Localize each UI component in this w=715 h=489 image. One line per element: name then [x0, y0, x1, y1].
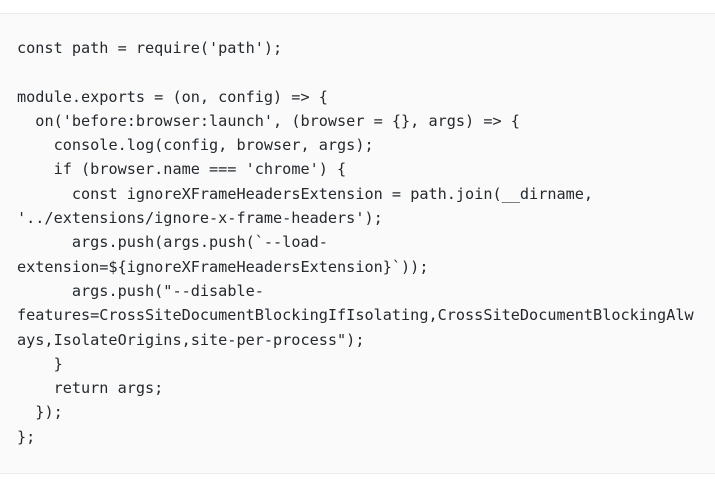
code-content[interactable]: const path = require('path'); module.exp… [17, 39, 694, 446]
code-pre: const path = require('path'); module.exp… [17, 36, 700, 449]
top-divider [0, 0, 715, 14]
bottom-spacer [0, 474, 715, 489]
code-block: const path = require('path'); module.exp… [0, 14, 715, 475]
